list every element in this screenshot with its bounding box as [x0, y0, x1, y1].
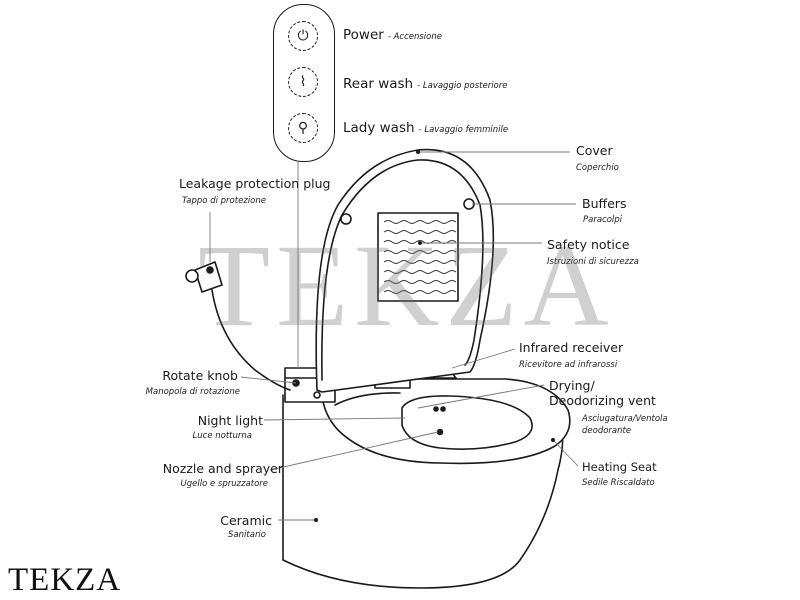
drying-sub-line2: deodorante: [582, 426, 632, 436]
rear-wash-label: Rear wash- Lavaggio posteriore: [343, 76, 507, 92]
ceramic-sub: Sanitario: [228, 530, 266, 540]
nozzle-sub: Ugello e spruzzatore: [180, 479, 269, 489]
heating-label: Heating Seat: [582, 460, 657, 474]
leakage-plug: [185, 261, 291, 391]
night-light-label: Night light: [197, 413, 263, 428]
rear-wash-icon[interactable]: ⌇: [288, 67, 318, 97]
leakage-sub: Tappo di protezione: [182, 196, 266, 206]
drying-label-line2: Deodorizing vent: [549, 393, 656, 408]
cover-label: Cover: [576, 143, 613, 158]
lady-wash-label-it: - Lavaggio femminile: [418, 125, 509, 135]
seat-opening: [401, 395, 533, 450]
infrared-label: Infrared receiver: [519, 340, 624, 355]
lady-wash-label-en: Lady wash: [343, 120, 415, 136]
drying-sub-line1: Asciugatura/Ventola: [582, 414, 668, 424]
power-label-en: Power: [343, 27, 384, 43]
power-label-it: - Accensione: [387, 32, 442, 42]
safety-notice-text-lines: [383, 220, 457, 294]
night-light-sub: Luce notturna: [192, 431, 252, 441]
infrared-sub: Ricevitore ad infrarossi: [519, 360, 618, 370]
safety-sub: Istruzioni di sicurezza: [547, 257, 639, 267]
leader-lines: [209, 150, 579, 522]
cover-sub: Coperchio: [576, 163, 619, 173]
buffers-sub: Paracolpi: [583, 215, 623, 225]
ceramic-label: Ceramic: [220, 513, 272, 528]
buffers-label: Buffers: [582, 196, 627, 211]
seat-outline: [321, 378, 571, 465]
lady-wash-icon[interactable]: ⚲: [288, 113, 318, 143]
brand-logo: TEKZA: [8, 562, 122, 598]
rear-wash-label-en: Rear wash: [343, 76, 414, 92]
power-label: Power- Accensione: [343, 27, 442, 43]
remote-control: ⏻ ⌇ ⚲: [273, 4, 335, 162]
rear-wash-label-it: - Lavaggio posteriore: [417, 81, 508, 91]
rotate-label: Rotate knob: [162, 368, 238, 383]
power-icon[interactable]: ⏻: [288, 21, 318, 51]
lady-wash-label: Lady wash- Lavaggio femminile: [343, 120, 508, 136]
leakage-label: Leakage protection plug: [179, 176, 331, 191]
nozzle-label: Nozzle and sprayer: [162, 461, 283, 476]
lid-inner: [321, 159, 484, 381]
rotate-sub: Manopola di rotazione: [145, 387, 240, 397]
safety-notice-panel: [377, 212, 459, 302]
safety-label: Safety notice: [547, 237, 630, 252]
drying-label-line1: Drying/: [549, 378, 595, 393]
heating-sub: Sedile Riscaldato: [582, 478, 655, 488]
nozzle-dot: [436, 428, 444, 436]
buffer-left: [340, 213, 352, 225]
